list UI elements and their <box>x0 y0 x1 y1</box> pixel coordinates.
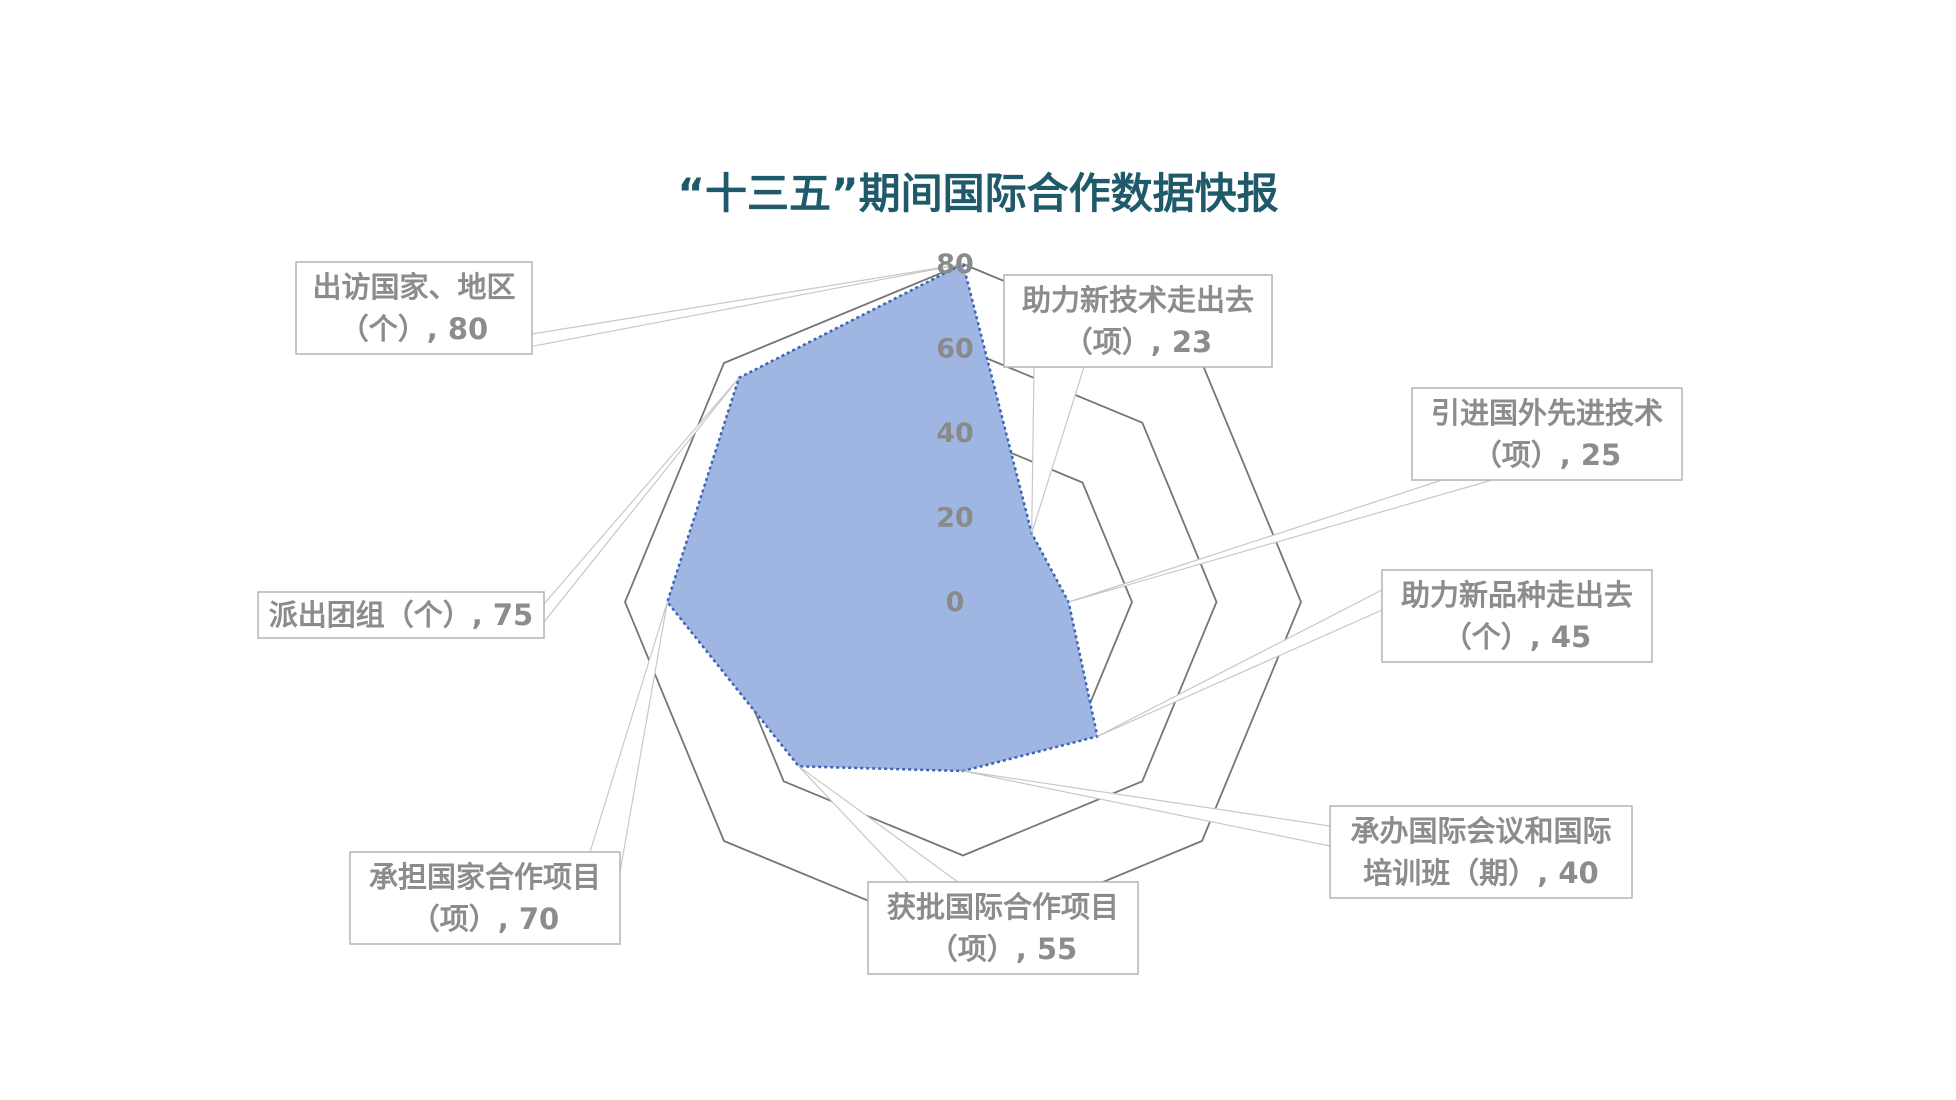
leader-line <box>798 765 960 883</box>
leader-line <box>1097 589 1383 737</box>
data-label-box <box>1381 569 1653 663</box>
data-label: 获批国际合作项目 （项）, 55 <box>867 881 1139 975</box>
data-label-box <box>1411 387 1683 481</box>
data-label-text: 获批国际合作项目 <box>887 890 1119 924</box>
data-label: 助力新技术走出去 （项）, 23 <box>1003 274 1273 368</box>
data-label-text: 派出团组（个）, 75 <box>269 598 533 632</box>
data-label-text: 培训班（期）, 40 <box>1363 856 1598 890</box>
leader-lines <box>491 263 1493 883</box>
data-label-text: （项）, 25 <box>1473 438 1621 472</box>
data-label-text: 助力新技术走出去 <box>1022 283 1254 317</box>
data-label-box <box>867 881 1139 975</box>
data-label: 派出团组（个）, 75 <box>257 591 545 639</box>
data-label: 承担国家合作项目 （项）, 70 <box>349 851 621 945</box>
leader-line <box>589 601 668 874</box>
data-label: 助力新品种走出去 （个）, 45 <box>1381 569 1653 663</box>
leader-line <box>1031 366 1085 534</box>
chart-title: “十三五”期间国际合作数据快报 <box>677 169 1278 218</box>
data-label-text: 引进国外先进技术 <box>1431 396 1663 430</box>
radial-ticks: 0 20 40 60 80 <box>936 249 974 618</box>
data-label: 出访国家、地区 （个）, 80 <box>295 261 533 355</box>
data-label-text: （个）, 80 <box>340 312 488 346</box>
data-label-box <box>1329 805 1633 899</box>
data-label-text: 出访国家、地区 <box>312 270 515 304</box>
tick-label-40: 40 <box>936 418 974 449</box>
data-label-text: 承担国家合作项目 <box>369 860 601 894</box>
data-label-box <box>1003 274 1273 368</box>
data-label-text: 助力新品种走出去 <box>1401 578 1633 612</box>
data-label-text: （项）, 23 <box>1064 325 1212 359</box>
data-label-box <box>295 261 533 355</box>
leader-line <box>962 770 1331 847</box>
data-label-text: （项）, 55 <box>929 932 1077 966</box>
data-label-text: （个）, 45 <box>1443 620 1591 654</box>
tick-label-0: 0 <box>946 587 965 618</box>
data-label-text: （项）, 70 <box>411 902 559 936</box>
data-label-box <box>349 851 621 945</box>
data-label: 引进国外先进技术 （项）, 25 <box>1411 387 1683 481</box>
data-label-box <box>257 591 545 639</box>
data-callouts: 出访国家、地区 （个）, 80 助力新技术走出去 （项）, 23 引进国外先进技术 （项）… <box>257 261 1683 975</box>
tick-label-60: 60 <box>936 334 974 365</box>
tick-label-80: 80 <box>936 249 974 280</box>
tick-label-20: 20 <box>936 503 974 534</box>
data-label-text: 承办国际会议和国际 <box>1350 814 1611 848</box>
